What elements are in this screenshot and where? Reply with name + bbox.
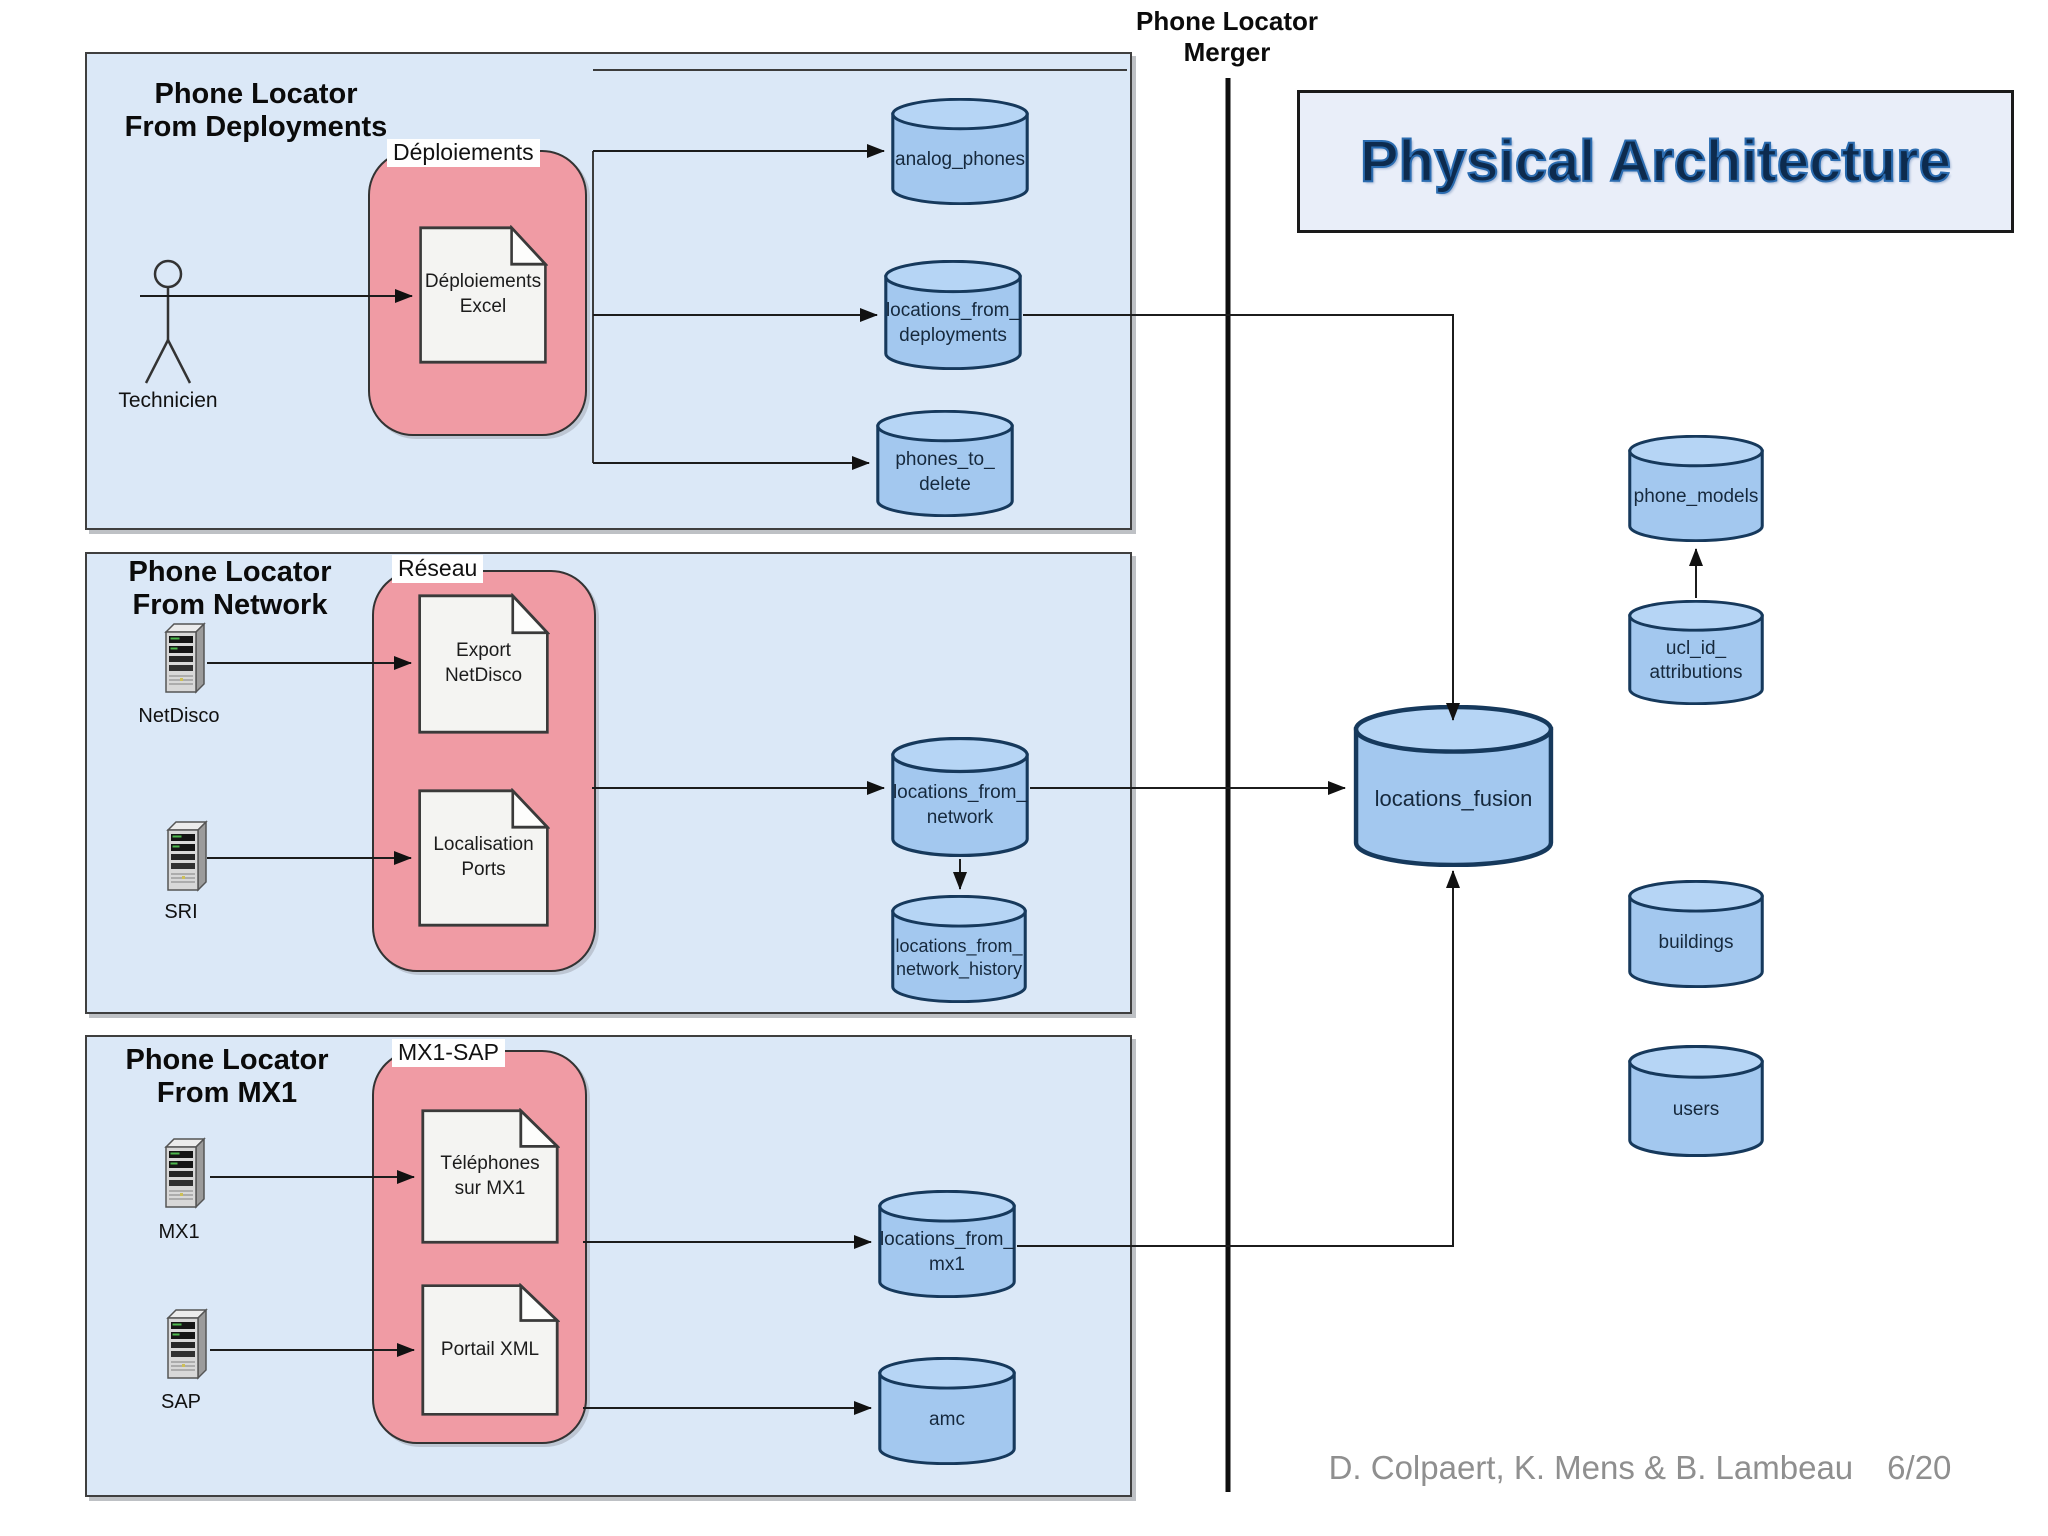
actor-technicien-icon [128, 258, 208, 388]
cylinder-icon [1628, 880, 1764, 988]
server-tower-icon [166, 820, 208, 892]
datastore-locations-from-network-history: locations_from_ network_history [890, 895, 1028, 1003]
document-deploiements-excel: Déploiements Excel [418, 225, 548, 365]
datastore-users: users [1627, 1045, 1765, 1157]
datastore-phones-to-delete: phones_to_ delete [875, 410, 1015, 517]
server-tower-icon [164, 1137, 206, 1209]
document-telephones-sur-mx1: Téléphones sur MX1 [420, 1108, 560, 1245]
datastore-label: users [1672, 1098, 1720, 1120]
server-sri-icon [162, 820, 208, 898]
cylinder-icon [1353, 705, 1554, 867]
server-tower-icon [164, 622, 206, 694]
cylinder-icon [891, 895, 1027, 1003]
document-icon [418, 593, 550, 734]
group-label-mx1-sap: MX1-SAP [392, 1039, 505, 1067]
server-tower-icon [166, 1308, 208, 1380]
document-icon [419, 225, 548, 364]
document-label: Déploiements Excel [424, 271, 542, 317]
footer: D. Colpaert, K. Mens & B. Lambeau 6/20 [1300, 1449, 1980, 1487]
datastore-analog-phones: analog_phones [890, 98, 1030, 205]
datastore-label: phone_models [1633, 486, 1759, 508]
datastore-locations-from-deployments: locations_from_ deployments [883, 260, 1023, 370]
actor-label-technicien: Technicien [118, 389, 218, 412]
slide-title: Physical Architecture [1359, 128, 1952, 195]
document-label: Portail XML [440, 1338, 540, 1360]
datastore-label: phones_to_ delete [895, 448, 995, 495]
datastore-label: ucl_id_ attributions [1649, 637, 1743, 684]
cylinder-icon [878, 1357, 1016, 1465]
footer-credit: D. Colpaert, K. Mens & B. Lambeau [1328, 1449, 1854, 1486]
cylinder-icon [884, 260, 1022, 370]
server-label-sri: SRI [164, 901, 198, 923]
merger-title: Phone Locator Merger [1135, 6, 1318, 67]
document-label: Localisation Ports [433, 834, 534, 880]
document-icon [421, 1108, 560, 1244]
cylinder-icon [1628, 600, 1764, 705]
datastore-locations-from-network: locations_from_ network [890, 737, 1030, 857]
datastore-label: locations_from_ network [892, 782, 1028, 829]
document-icon [421, 1283, 560, 1416]
datastore-label: locations_from_ mx1 [879, 1229, 1015, 1276]
document-localisation-ports: Localisation Ports [417, 788, 550, 928]
section-title-mx1: Phone Locator From MX1 [125, 1044, 329, 1110]
server-label-netdisco: NetDisco [138, 705, 220, 727]
stick-figure-icon [144, 259, 192, 384]
datastore-label: locations_from_ deployments [885, 300, 1021, 347]
group-label-deploiements: Déploiements [387, 139, 540, 167]
slide-title-box: Physical Architecture [1297, 90, 2014, 233]
cylinder-icon [891, 737, 1029, 857]
cylinder-icon [878, 1190, 1016, 1298]
section-title-deployments: Phone Locator From Deployments [124, 78, 388, 144]
datastore-phone-models: phone_models [1627, 435, 1765, 542]
document-icon [418, 788, 550, 927]
server-netdisco-icon [160, 622, 206, 700]
server-mx1-icon [160, 1137, 206, 1217]
datastore-locations-fusion: locations_fusion [1352, 705, 1555, 867]
server-label-sap: SAP [160, 1391, 202, 1413]
datastore-label: amc [929, 1408, 965, 1430]
document-export-netdisco: Export NetDisco [417, 593, 550, 735]
datastore-label: buildings [1658, 931, 1734, 953]
server-sap-icon [162, 1308, 208, 1388]
cylinder-icon [1628, 435, 1764, 542]
server-label-mx1: MX1 [158, 1221, 200, 1243]
document-portail-xml: Portail XML [420, 1283, 560, 1417]
datastore-buildings: buildings [1627, 880, 1765, 988]
datastore-label: analog_phones [895, 149, 1025, 171]
section-title-network: Phone Locator From Network [128, 556, 332, 622]
cylinder-icon [876, 410, 1014, 517]
document-label: Téléphones sur MX1 [440, 1152, 540, 1199]
cylinder-icon [1628, 1045, 1764, 1157]
datastore-ucl-id-attributions: ucl_id_ attributions [1627, 600, 1765, 705]
document-label: Export NetDisco [444, 640, 523, 686]
datastore-label: locations_fusion [1374, 785, 1533, 811]
group-label-reseau: Réseau [392, 555, 484, 583]
datastore-label: locations_from_ network_history [895, 935, 1023, 979]
datastore-amc: amc [877, 1357, 1017, 1465]
footer-page-number: 6/20 [1887, 1449, 1952, 1486]
datastore-locations-from-mx1: locations_from_ mx1 [877, 1190, 1017, 1298]
cylinder-icon [891, 98, 1029, 205]
